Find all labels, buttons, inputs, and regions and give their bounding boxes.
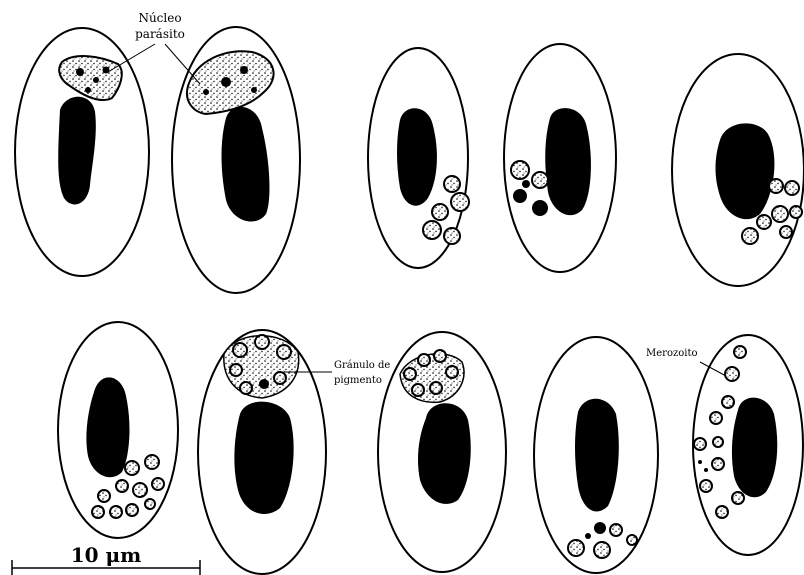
cell-bottom-1 — [58, 322, 178, 538]
label-merozoite: Merozoito — [646, 348, 726, 376]
host-nucleus — [234, 402, 293, 514]
host-nucleus — [545, 108, 591, 215]
host-nucleus — [575, 399, 619, 512]
host-nucleus — [418, 403, 471, 504]
label-pigment-line2: pigmento — [334, 375, 382, 386]
scale-bar: 10 μm — [12, 543, 200, 575]
host-nucleus — [397, 108, 437, 205]
cell-top-1 — [15, 28, 149, 276]
host-nucleus — [716, 123, 775, 219]
label-merozoite-text: Merozoito — [646, 348, 697, 359]
host-nucleus — [58, 97, 96, 205]
cell-bottom-5 — [693, 335, 803, 555]
label-nucleus-line2: parásito — [135, 27, 185, 41]
cell-top-3 — [368, 48, 469, 268]
host-nucleus — [732, 398, 777, 498]
cell-bottom-4 — [534, 337, 658, 573]
parasite-schizont — [224, 335, 299, 398]
scale-bar-label: 10 μm — [71, 543, 142, 567]
label-pigment-granule: Gránulo de pigmento — [284, 360, 390, 386]
cell-bottom-3 — [378, 332, 506, 572]
host-nucleus — [222, 107, 270, 222]
cell-top-4 — [504, 44, 616, 272]
merozoite-cluster — [511, 161, 548, 216]
merozoite-cluster — [568, 522, 637, 558]
parasite-nucleus — [59, 56, 122, 100]
label-pigment-line1: Gránulo de — [334, 360, 390, 371]
merozoite-cluster — [400, 350, 464, 402]
cell-top-5 — [672, 54, 804, 286]
cell-top-2 — [172, 27, 300, 293]
host-nucleus — [86, 377, 129, 477]
label-nucleus-line1: Núcleo — [138, 11, 181, 25]
cell-bottom-2 — [198, 330, 326, 574]
